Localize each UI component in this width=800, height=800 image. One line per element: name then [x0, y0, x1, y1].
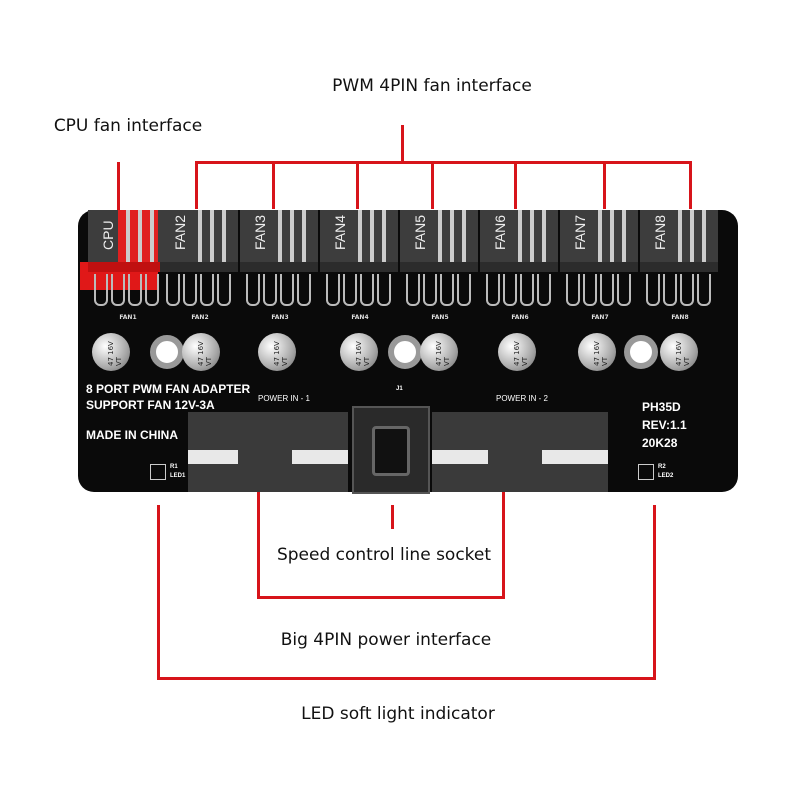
cpu-label: CPU fan interface [53, 116, 203, 136]
mounting-hole [388, 335, 422, 369]
fan-header-fan8: FAN8 [640, 210, 718, 272]
capacitor-c6: 47 16V VT [498, 333, 536, 371]
rev-label: REV:1.1 [642, 418, 687, 432]
mounting-hole [624, 335, 658, 369]
fan-header-cpu: CPU [80, 210, 166, 290]
fan-silk-label: FAN1 [119, 314, 137, 321]
fan-silk-label: FAN7 [591, 314, 609, 321]
board-spec: SUPPORT FAN 12V-3A [86, 398, 215, 412]
fan-silk-label: FAN8 [671, 314, 689, 321]
fan-header-fan2: FAN2 [160, 210, 238, 272]
capacitor-c2: 47 16V VT [182, 333, 220, 371]
header-label: FAN4 [332, 214, 348, 250]
header-label: CPU [100, 220, 116, 250]
fan-silk-label: FAN5 [431, 314, 449, 321]
fan-header-fan4: FAN4 [320, 210, 398, 272]
j1-label: J1 [396, 386, 403, 392]
power-label: Big 4PIN power interface [280, 630, 492, 650]
led2-label: LED2 [658, 473, 674, 479]
led-label: LED soft light indicator [301, 704, 495, 724]
capacitor-c5: 47 16V VT [420, 333, 458, 371]
power-in-1-label: POWER IN - 1 [258, 394, 311, 403]
fan-header-fan5: FAN5 [400, 210, 478, 272]
fan-silk-label: FAN6 [511, 314, 529, 321]
board-origin: MADE IN CHINA [86, 428, 178, 442]
power-in-2-label: POWER IN - 2 [496, 394, 549, 403]
header-label: FAN2 [172, 214, 188, 250]
speed-control-socket [352, 406, 430, 494]
led1-indicator [150, 464, 166, 480]
fan-header-fan3: FAN3 [240, 210, 318, 272]
power-connector-2 [432, 412, 608, 492]
r1-label: R1 [170, 464, 178, 470]
board-title: 8 PORT PWM FAN ADAPTER [86, 382, 251, 396]
fan-silk-label: FAN4 [351, 314, 369, 321]
fan-silk-label: FAN3 [271, 314, 289, 321]
led2-indicator [638, 464, 654, 480]
model-label: PH35D [642, 400, 681, 414]
pwm-label: PWM 4PIN fan interface [332, 76, 532, 96]
r2-label: R2 [658, 464, 666, 470]
date-code: 20K28 [642, 436, 678, 450]
capacitor-c8: 47 16V VT [660, 333, 698, 371]
header-label: FAN8 [652, 214, 668, 250]
power-connector-1 [188, 412, 348, 492]
header-label: FAN3 [252, 214, 268, 250]
fan-header-fan7: FAN7 [560, 210, 638, 272]
capacitor-c3: 47 16V VT [258, 333, 296, 371]
header-label: FAN7 [572, 214, 588, 250]
header-label: FAN6 [492, 214, 508, 250]
capacitor-c7: 47 16V VT [578, 333, 616, 371]
header-label: FAN5 [412, 214, 428, 250]
speed-label: Speed control line socket [276, 545, 492, 565]
capacitor-c4: 47 16V VT [340, 333, 378, 371]
mounting-hole [150, 335, 184, 369]
fan-silk-label: FAN2 [191, 314, 209, 321]
fan-header-fan6: FAN6 [480, 210, 558, 272]
capacitor-c1: 47 16V VT [92, 333, 130, 371]
led1-label: LED1 [170, 473, 186, 479]
